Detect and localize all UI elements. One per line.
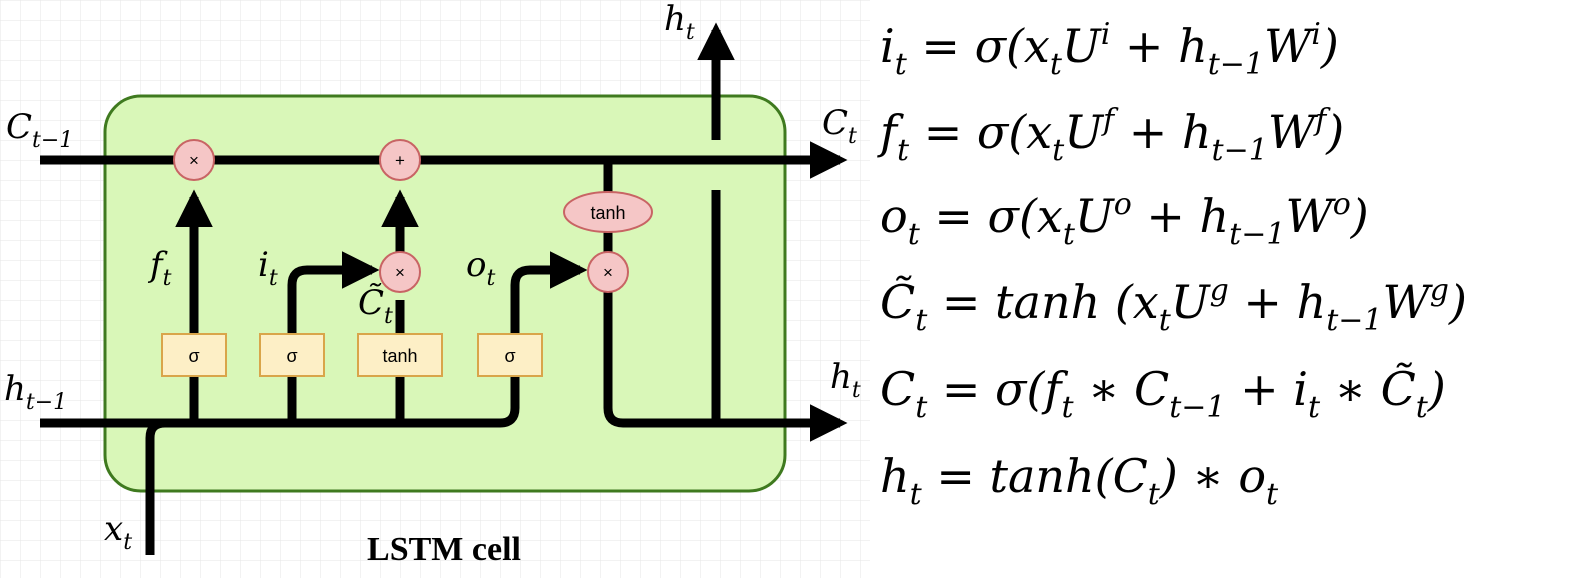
equation-part: t xyxy=(1159,303,1172,338)
equation-part: t xyxy=(1063,217,1076,252)
equation-part: = σ(x xyxy=(920,189,1063,243)
equation-part: ∗ C xyxy=(1074,362,1170,416)
equation-part: U xyxy=(1064,105,1105,159)
equation-part: o xyxy=(880,189,908,243)
equation-part: = σ(x xyxy=(909,105,1052,159)
equation-3: ot = σ(xtUo + ht−1Wo) xyxy=(880,187,1369,252)
equation-part: t xyxy=(1052,133,1065,168)
diagram-title: LSTM cell xyxy=(367,531,521,568)
forget-sigmoid-layer: σ xyxy=(161,333,227,377)
equation-5: Ct = σ(ft ∗ Ct−1 + it ∗ C̃t) xyxy=(880,362,1446,425)
equation-part: o xyxy=(1114,187,1132,222)
equation-part: C̃ xyxy=(880,275,915,329)
cell-tanh-op: tanh xyxy=(563,191,653,233)
equation-6: ht = tanh(Ct) ∗ ot xyxy=(880,449,1279,512)
tanh-layer-label: tanh xyxy=(382,346,417,366)
input-gate-label: it xyxy=(258,245,278,291)
equation-part: = σ(x xyxy=(907,19,1050,73)
equation-part: C xyxy=(880,362,915,416)
equation-2: ft = σ(xtUf + ht−1Wf) xyxy=(877,103,1344,168)
equation-part: t xyxy=(915,303,928,338)
output-multiply-op: × xyxy=(587,251,629,293)
equation-part: U xyxy=(1075,189,1116,243)
input-gate-wire xyxy=(287,251,380,423)
equation-part: = tanh(C xyxy=(922,449,1148,503)
equation-part: W xyxy=(1268,105,1319,159)
input-sigmoid-layer: σ xyxy=(259,333,325,377)
h-output-right-label: ht xyxy=(830,357,861,403)
x-input-wire xyxy=(145,418,166,555)
equation-part: + h xyxy=(1229,275,1326,329)
equation-part: t−1 xyxy=(1229,217,1285,252)
equation-part: t−1 xyxy=(1169,390,1225,425)
equation-part: i xyxy=(1311,17,1321,52)
candidate-tanh-layer: tanh xyxy=(357,333,443,377)
equation-part: t xyxy=(1416,390,1429,425)
equation-part: t xyxy=(895,47,908,82)
equation-part: t xyxy=(1308,390,1321,425)
sigmoid-label: σ xyxy=(188,346,199,366)
plus-icon: + xyxy=(395,151,405,170)
h-prev-label: ht−1 xyxy=(4,369,67,415)
equation-part: W xyxy=(1383,275,1434,329)
equation-part: + i xyxy=(1226,362,1309,416)
equation-part: t xyxy=(1148,477,1161,512)
equation-part: ) xyxy=(1325,105,1344,159)
equation-part: t xyxy=(1266,477,1279,512)
multiply-icon: × xyxy=(189,151,199,170)
c-prev-label: Ct−1 xyxy=(6,107,73,153)
equation-part: t xyxy=(915,390,928,425)
h-output-top-label: ht xyxy=(664,0,695,45)
equation-part: ) ∗ o xyxy=(1159,449,1266,503)
tanh-op-label: tanh xyxy=(590,203,625,223)
equation-part: t−1 xyxy=(1208,47,1264,82)
input-multiply-op: × xyxy=(379,251,421,293)
equation-part: ) xyxy=(1427,362,1446,416)
equation-1: it = σ(xtUi + ht−1Wi) xyxy=(880,17,1339,82)
forget-multiply-op: × xyxy=(173,139,215,181)
equation-part: t−1 xyxy=(1212,133,1268,168)
equation-part: t xyxy=(1050,47,1063,82)
equation-part: g xyxy=(1210,273,1229,308)
equation-part: + h xyxy=(1114,105,1211,159)
equation-part: t−1 xyxy=(1326,303,1382,338)
output-gate-label: ot xyxy=(466,245,495,291)
sigmoid-label: σ xyxy=(286,346,297,366)
equation-part: W xyxy=(1285,189,1336,243)
equation-part: U xyxy=(1062,19,1103,73)
equation-4: C̃t = tanh (xtUg + ht−1Wg) xyxy=(880,273,1467,338)
equation-part: t xyxy=(1061,390,1074,425)
multiply-icon: × xyxy=(395,263,405,282)
equation-part: + h xyxy=(1110,19,1207,73)
equation-part: = σ(f xyxy=(927,362,1068,416)
equation-part: ∗ C̃ xyxy=(1320,362,1416,416)
equation-part: t xyxy=(897,133,910,168)
add-op: + xyxy=(379,139,421,181)
equation-part: = tanh (x xyxy=(927,275,1159,329)
equation-part: U xyxy=(1171,275,1212,329)
equation-part: t xyxy=(908,217,921,252)
x-input-label: xt xyxy=(104,509,132,555)
equation-part: ) xyxy=(1350,189,1369,243)
hidden-output-wire xyxy=(603,290,848,442)
equation-part: o xyxy=(1333,187,1351,222)
equation-part: g xyxy=(1430,273,1449,308)
equation-part: W xyxy=(1264,19,1315,73)
output-sigmoid-layer: σ xyxy=(477,333,543,377)
c-output-label: Ct xyxy=(822,103,857,149)
equation-part: ) xyxy=(1320,19,1339,73)
equation-part: h xyxy=(880,449,910,503)
sigmoid-label: σ xyxy=(504,346,515,366)
equation-part: t xyxy=(910,477,923,512)
candidate-label: C̃t xyxy=(358,283,393,329)
equation-part: ) xyxy=(1448,275,1467,329)
equation-part: + h xyxy=(1132,189,1229,243)
equation-list: it = σ(xtUi + ht−1Wi)ft = σ(xtUf + ht−1W… xyxy=(877,17,1467,512)
equation-part: i xyxy=(880,19,895,73)
multiply-icon: × xyxy=(603,263,613,282)
equation-part: i xyxy=(1101,17,1111,52)
